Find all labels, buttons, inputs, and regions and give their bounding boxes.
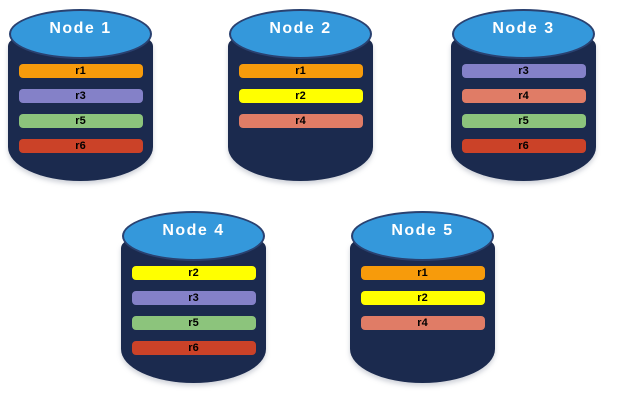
- replica-bar-r5[interactable]: r5: [461, 114, 586, 128]
- replica-bar-r3[interactable]: r3: [131, 291, 256, 305]
- replica-bar-r1[interactable]: r1: [238, 64, 363, 78]
- replica-list: r2 r3 r5 r6: [121, 266, 266, 366]
- replica-bar-r3[interactable]: r3: [18, 89, 143, 103]
- replica-bar-r2[interactable]: r2: [131, 266, 256, 280]
- replica-bar-r4[interactable]: r4: [238, 114, 363, 128]
- replica-label: r5: [518, 115, 529, 127]
- replica-label: r6: [518, 140, 529, 152]
- replica-bar-r3[interactable]: r3: [461, 64, 586, 78]
- replica-label: r1: [75, 65, 86, 77]
- replica-label: r6: [75, 140, 86, 152]
- replica-bar-r1[interactable]: r1: [18, 64, 143, 78]
- replica-bar-r5[interactable]: r5: [18, 114, 143, 128]
- replica-list: r1 r2 r4: [350, 266, 495, 341]
- replica-label: r5: [188, 317, 199, 329]
- replica-label: r2: [188, 267, 199, 279]
- cylinder-top-icon: [452, 9, 595, 59]
- cylinder-top-icon: [229, 9, 372, 59]
- replica-label: r1: [295, 65, 306, 77]
- replica-label: r3: [75, 90, 86, 102]
- replica-label: r4: [295, 115, 306, 127]
- replica-label: r5: [75, 115, 86, 127]
- replica-bar-r1[interactable]: r1: [360, 266, 485, 280]
- replica-label: r2: [295, 90, 306, 102]
- cylinder-top-icon: [122, 211, 265, 261]
- replica-list: r1 r2 r4: [228, 64, 373, 139]
- replica-label: r4: [518, 90, 529, 102]
- replica-bar-r2[interactable]: r2: [238, 89, 363, 103]
- replica-bar-r6[interactable]: r6: [461, 139, 586, 153]
- replica-bar-r4[interactable]: r4: [461, 89, 586, 103]
- replica-bar-r5[interactable]: r5: [131, 316, 256, 330]
- replica-bar-r6[interactable]: r6: [18, 139, 143, 153]
- replica-label: r3: [188, 292, 199, 304]
- replica-label: r1: [417, 267, 428, 279]
- replica-label: r3: [518, 65, 529, 77]
- cylinder-top-icon: [9, 9, 152, 59]
- replica-label: r4: [417, 317, 428, 329]
- replica-bar-r2[interactable]: r2: [360, 291, 485, 305]
- replica-label: r2: [417, 292, 428, 304]
- replica-list: r1 r3 r5 r6: [8, 64, 153, 164]
- cylinder-top-icon: [351, 211, 494, 261]
- replica-label: r6: [188, 342, 199, 354]
- replica-bar-r4[interactable]: r4: [360, 316, 485, 330]
- replica-bar-r6[interactable]: r6: [131, 341, 256, 355]
- replica-list: r3 r4 r5 r6: [451, 64, 596, 164]
